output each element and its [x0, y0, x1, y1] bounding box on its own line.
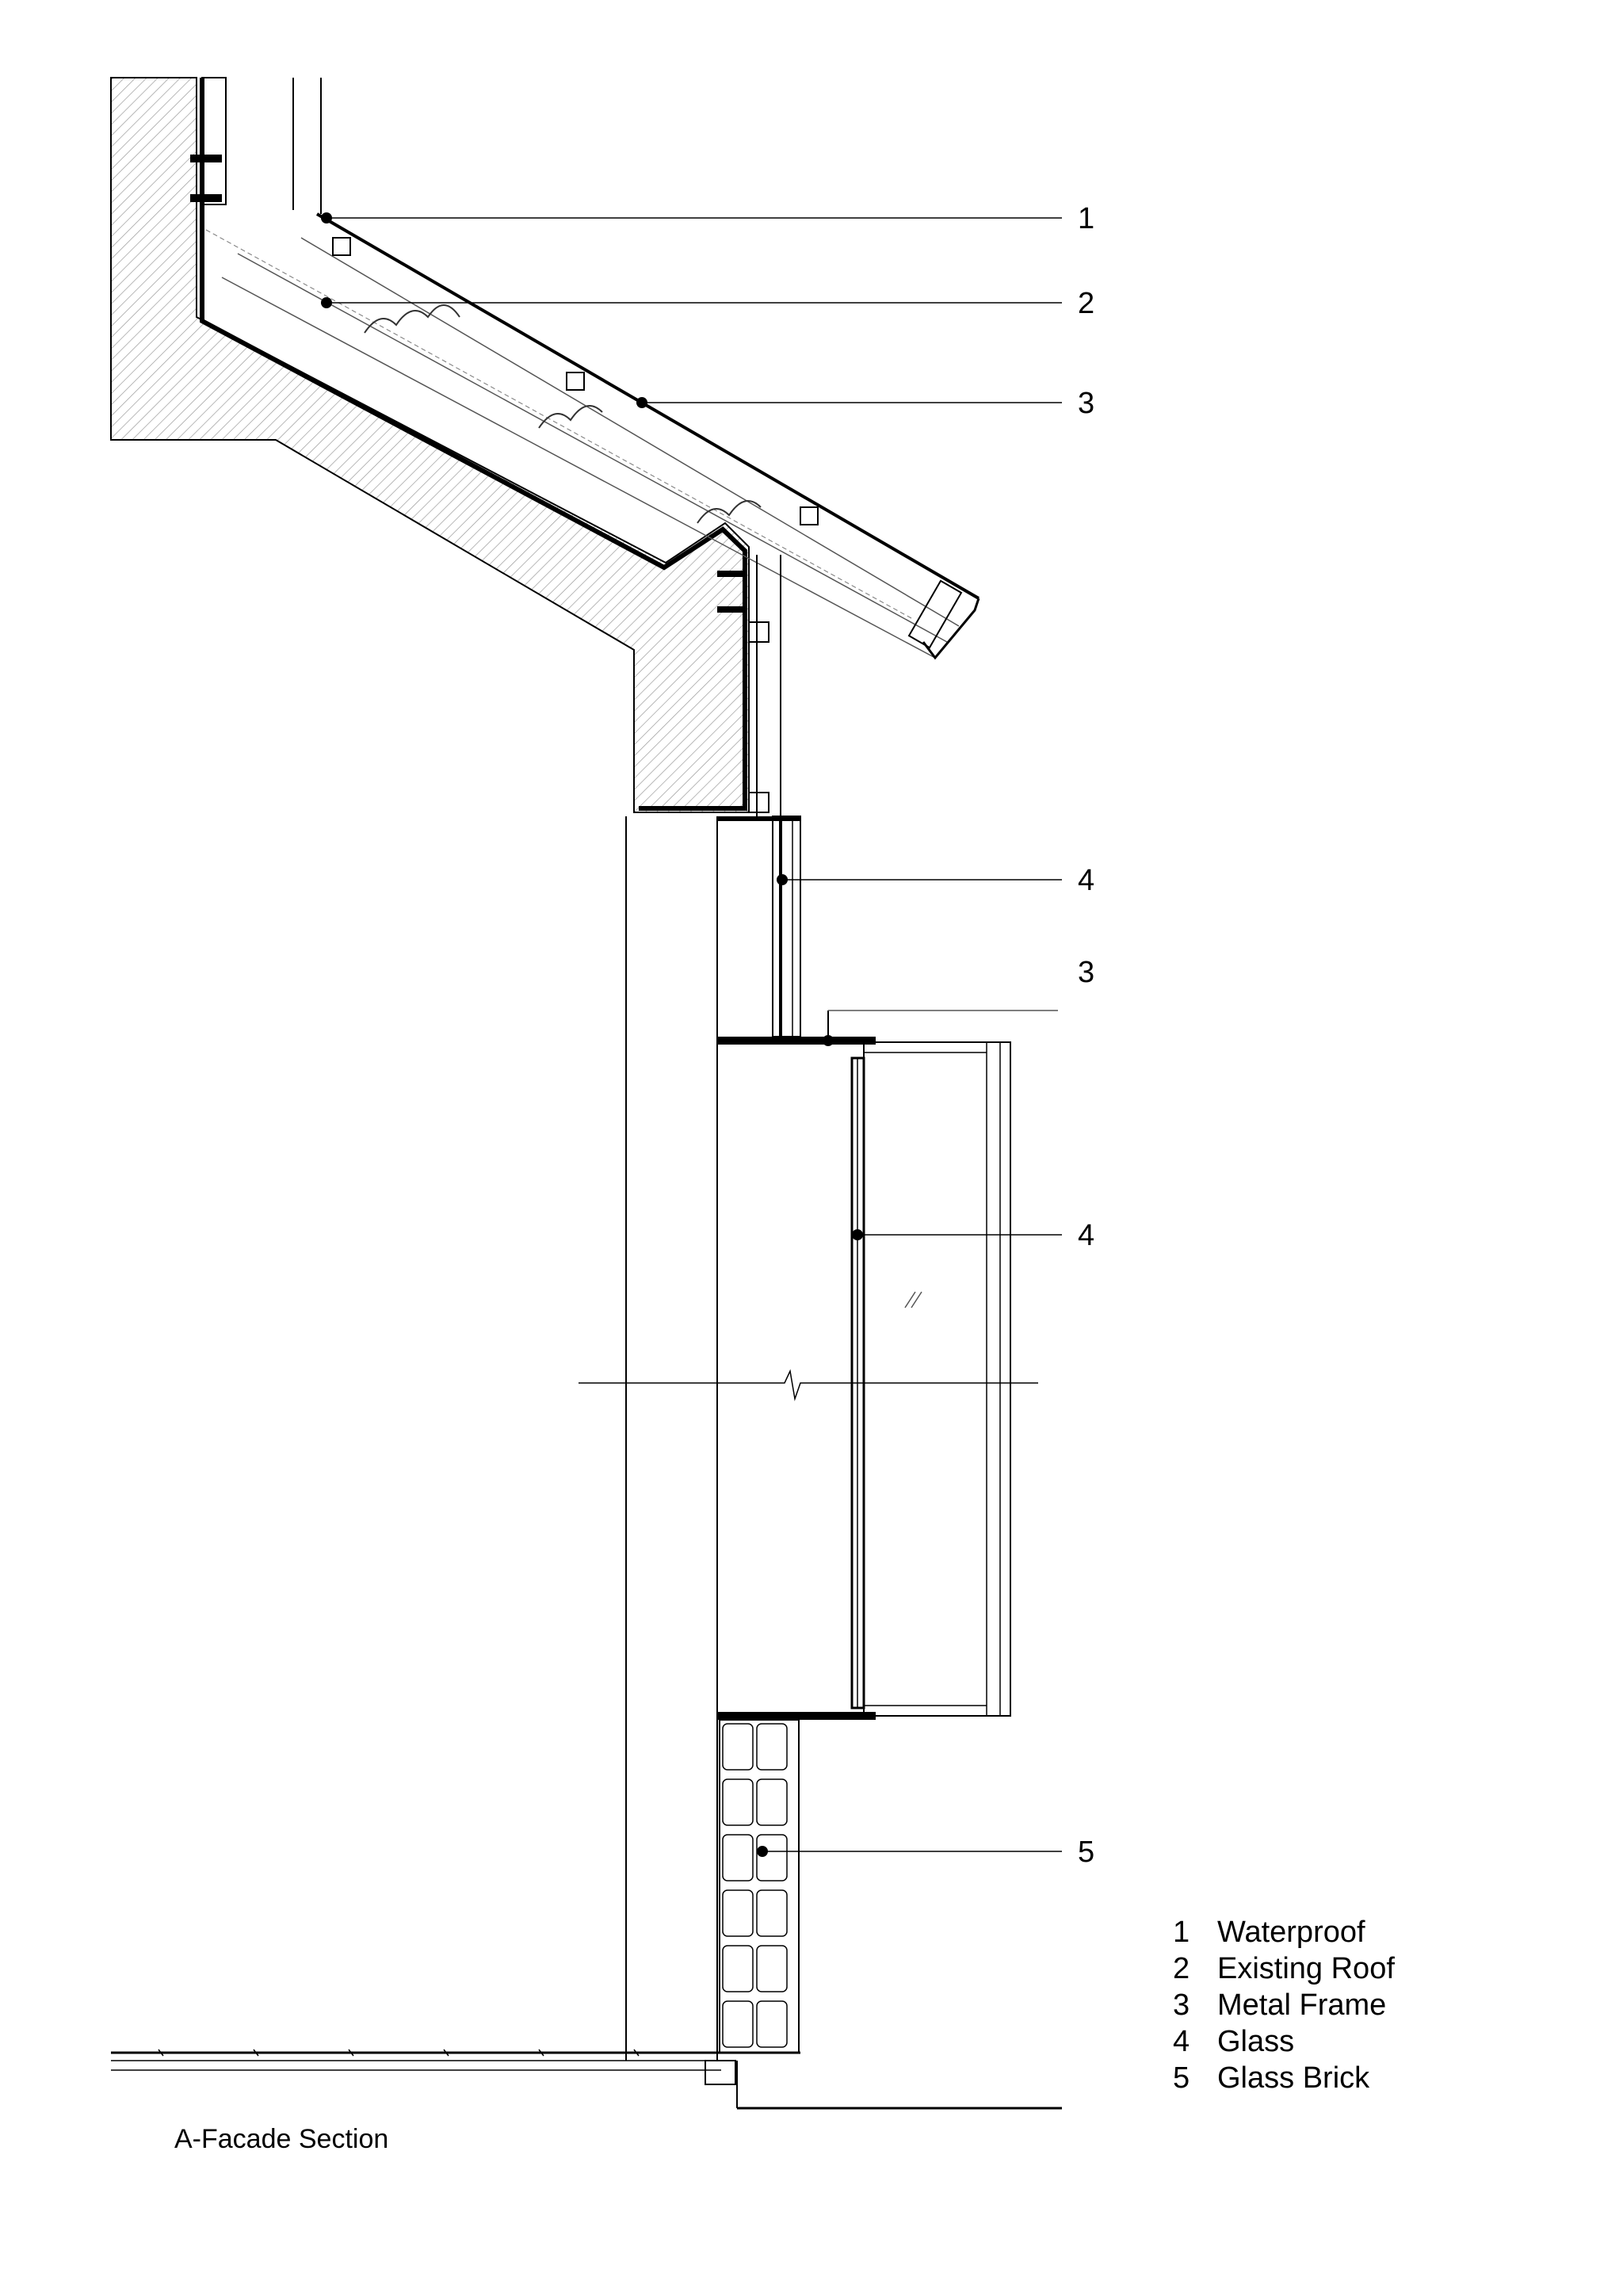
legend-num: 3	[1173, 1988, 1190, 2022]
legend-item: 3 Metal Frame	[1173, 1987, 1395, 2023]
legend-item: 1 Waterproof	[1173, 1914, 1395, 1950]
callout-3a: 3	[1078, 387, 1094, 420]
waterproof-line	[315, 212, 980, 600]
break-line	[579, 1369, 1038, 1401]
legend-item: 4 Glass	[1173, 2023, 1395, 2060]
eave-cap	[922, 598, 980, 660]
upper-glass-strip	[772, 816, 801, 1037]
callout-2: 2	[1078, 287, 1094, 320]
callout-4a: 4	[1078, 864, 1094, 897]
callout-1: 1	[1078, 202, 1094, 235]
metal-frame-top	[717, 1037, 876, 1045]
legend-label: Waterproof	[1217, 1916, 1365, 1949]
legend-label: Existing Roof	[1217, 1952, 1395, 1985]
legend-num: 4	[1173, 2025, 1190, 2058]
legend-num: 2	[1173, 1952, 1190, 1985]
glass-bricks	[722, 1723, 788, 2048]
callout-5: 5	[1078, 1836, 1094, 1869]
drawing-title: A-Facade Section	[174, 2124, 389, 2154]
legend-label: Glass	[1217, 2025, 1295, 2058]
legend: 1 Waterproof 2 Existing Roof 3 Metal Fra…	[1173, 1914, 1395, 2096]
legend-item: 2 Existing Roof	[1173, 1950, 1395, 1987]
legend-label: Metal Frame	[1217, 1988, 1387, 2022]
callout-4b: 4	[1078, 1219, 1094, 1252]
window-outer-frame	[863, 1041, 1011, 1717]
metal-frame-bottom	[717, 1712, 876, 1720]
callout-3b: 3	[1078, 956, 1094, 989]
roof-tile	[364, 304, 460, 334]
roof-lining	[200, 78, 747, 811]
legend-item: 5 Glass Brick	[1173, 2060, 1395, 2096]
legend-num: 5	[1173, 2061, 1190, 2095]
legend-num: 1	[1173, 1916, 1190, 1949]
legend-label: Glass Brick	[1217, 2061, 1370, 2095]
